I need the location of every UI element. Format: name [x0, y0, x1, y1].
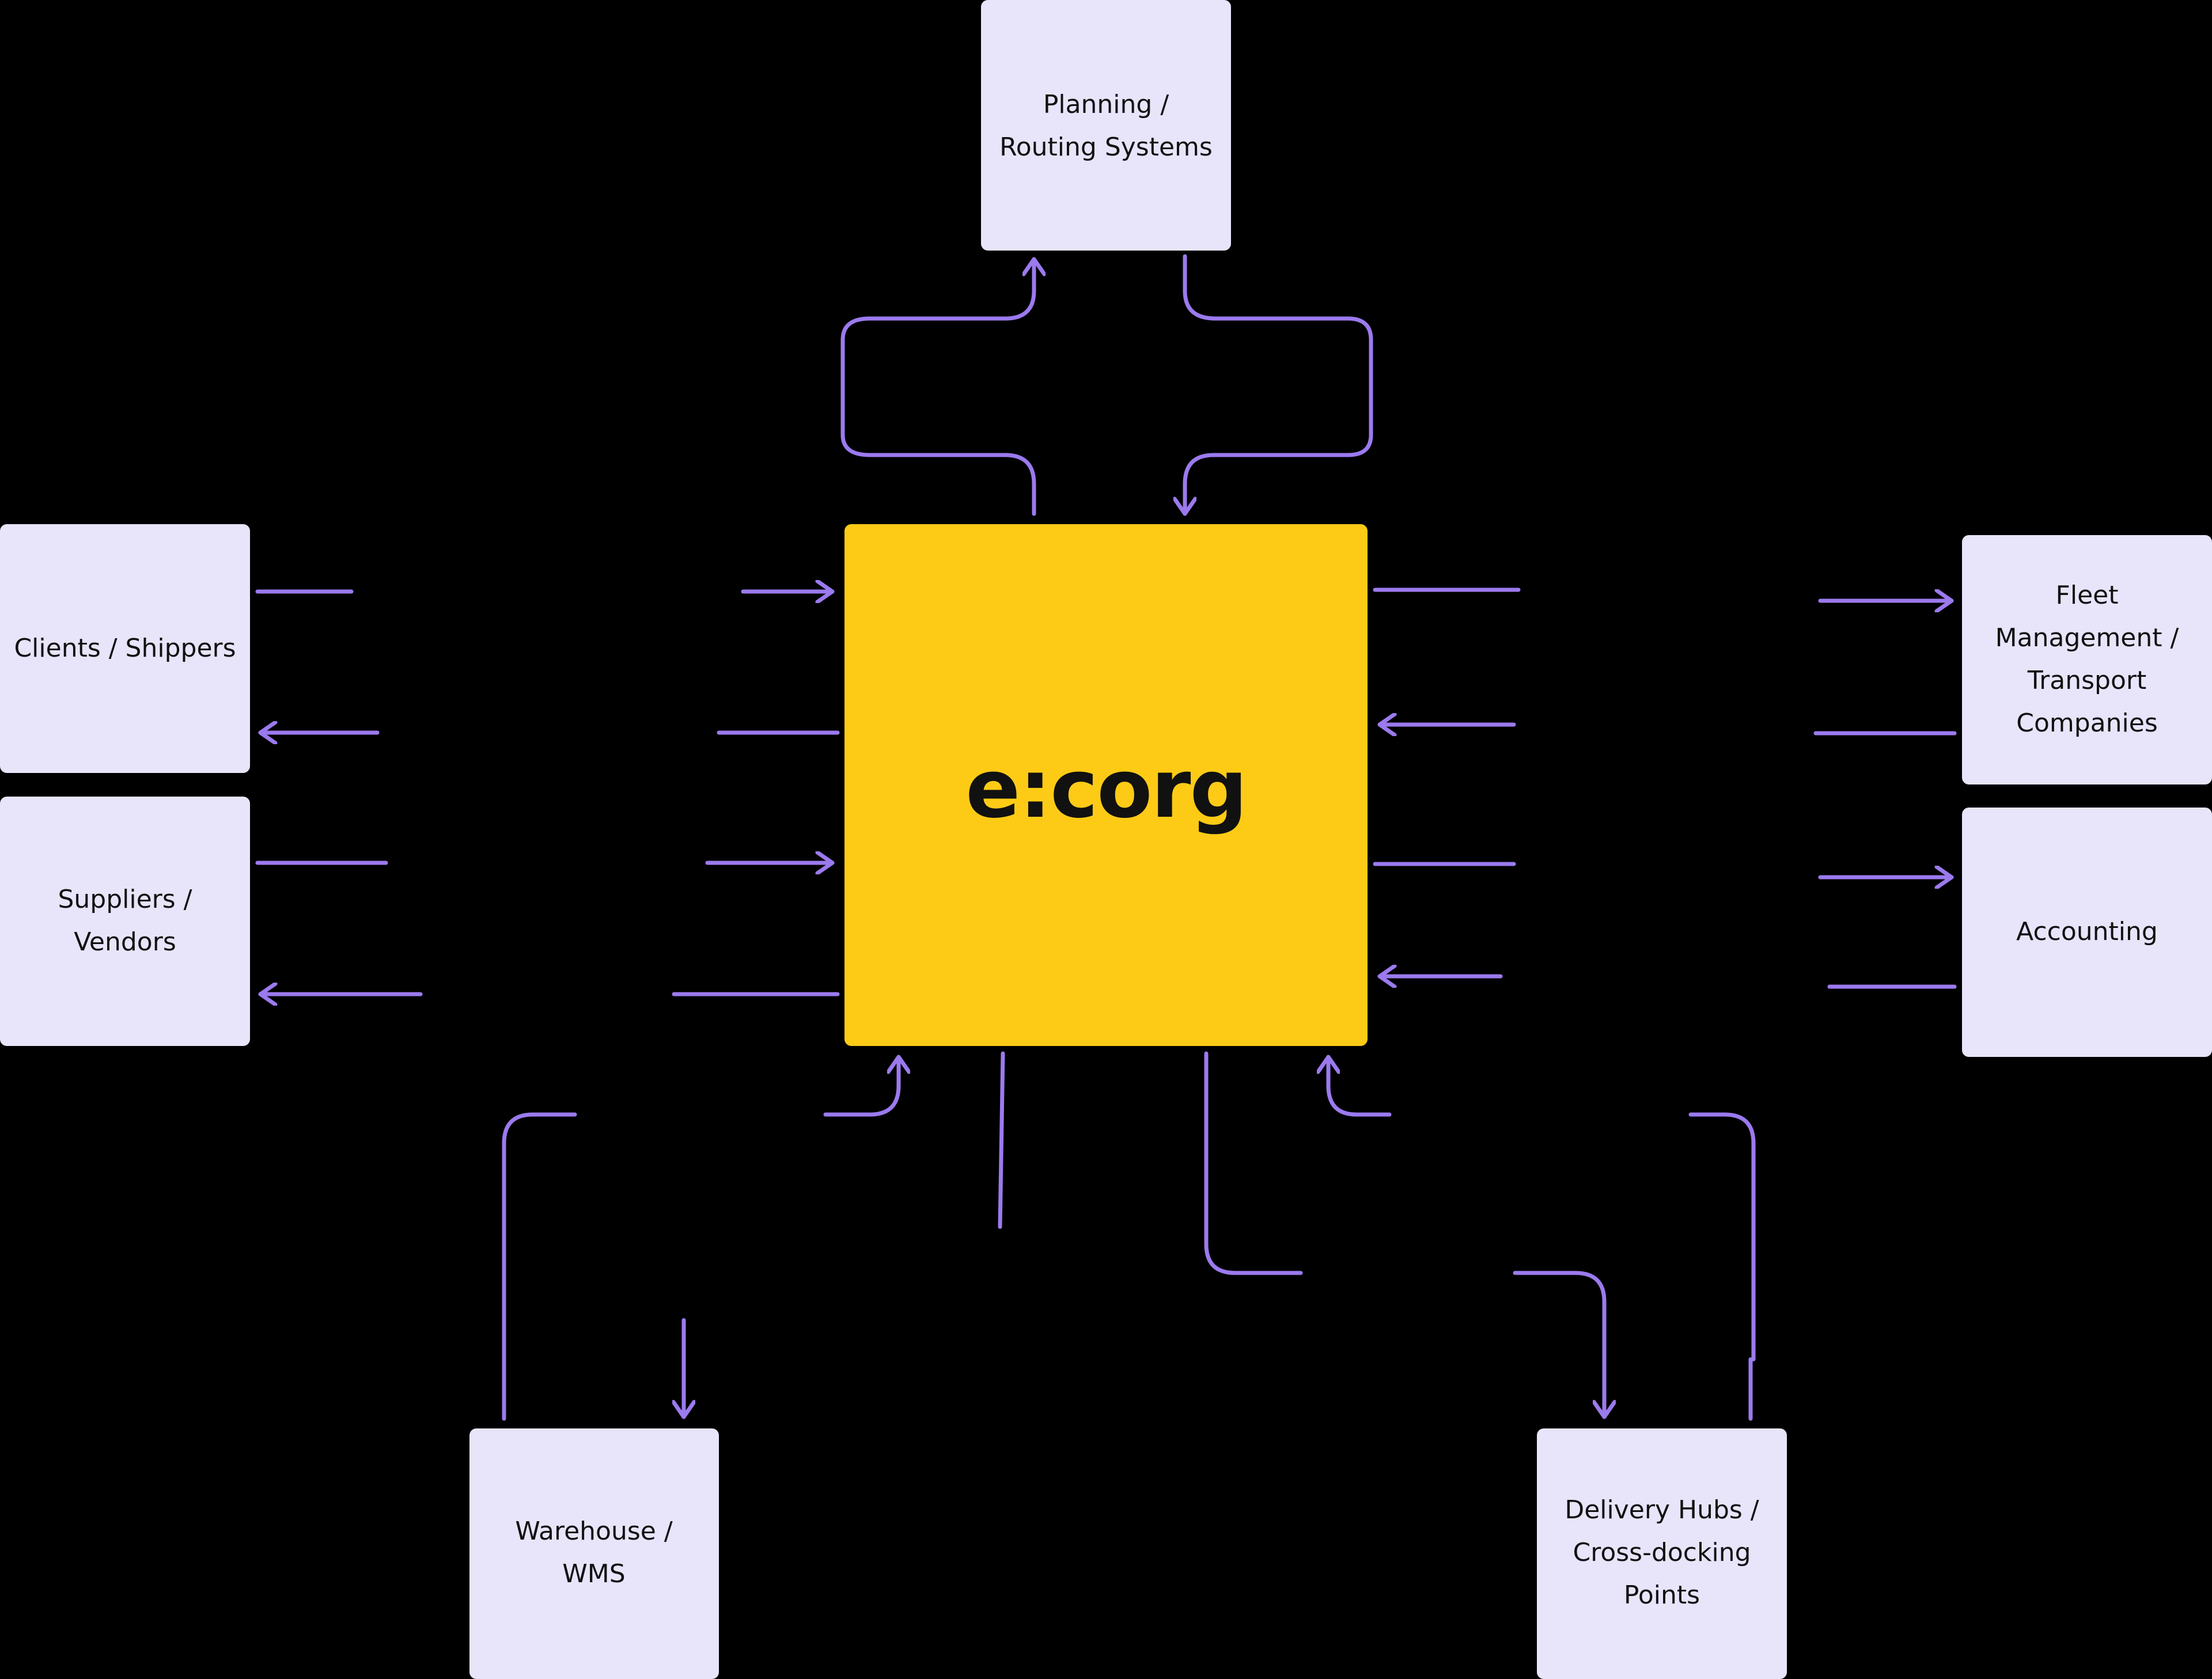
node-accounting: Accounting [1962, 808, 2212, 1057]
svg-text:Accounting: Accounting [2016, 917, 2158, 946]
right-connectors [1373, 588, 1957, 989]
delivery-label-line-2: Cross-docking [1573, 1538, 1751, 1567]
planning-label-line-2: Routing Systems [999, 132, 1213, 162]
arrow-delivery-to-hub-c [1328, 1055, 1392, 1117]
planning-connectors [840, 254, 1373, 516]
left-connectors [255, 592, 840, 994]
node-warehouse: Warehouse / WMS [469, 1428, 719, 1679]
svg-text:Planning /Routing Systems: Planning / Routing Systems [999, 90, 1213, 162]
suppliers-label-line-1: Suppliers / [58, 885, 192, 914]
arrow-warehouse-to-hub-b [823, 1055, 899, 1117]
arrow-hub-to-warehouse-a [998, 1051, 1005, 1229]
fleet-label-line-1: Fleet [2056, 581, 2119, 610]
fleet-label-line-4: Companies [2016, 708, 2158, 738]
delivery-label-line-1: Delivery Hubs / [1565, 1495, 1759, 1525]
ecorg-hub: e:corg [844, 524, 1368, 1046]
hub-label: e:corg [965, 742, 1246, 836]
clients-label-line-1: Clients / Shippers [14, 634, 236, 663]
svg-text:Clients / Shippers: Clients / Shippers [14, 634, 236, 663]
arrow-hub-to-delivery-a [1204, 1051, 1303, 1275]
svg-text:Warehouse /WMS: Warehouse / WMS [515, 1517, 673, 1589]
arrow-planning-to-hub [1185, 254, 1373, 516]
delivery-label-line-3: Points [1624, 1581, 1700, 1610]
suppliers-label-line-2: Vendors [74, 927, 176, 957]
node-clients: Clients / Shippers [0, 524, 250, 773]
fleet-label-line-2: Management / [1995, 623, 2179, 653]
arrow-delivery-to-hub-b [1688, 1112, 1756, 1362]
svg-text:Suppliers /Vendors: Suppliers / Vendors [58, 885, 192, 957]
accounting-label-line-1: Accounting [2016, 917, 2158, 946]
arrow-warehouse-to-hub-a [502, 1112, 577, 1421]
planning-label-line-1: Planning / [1043, 90, 1169, 119]
node-planning: Planning / Routing Systems [981, 0, 1231, 251]
arrow-hub-to-delivery-b [1513, 1271, 1604, 1419]
warehouse-label-line-2: WMS [562, 1559, 625, 1589]
warehouse-label-line-1: Warehouse / [515, 1517, 673, 1546]
bottom-connectors [502, 1051, 1756, 1421]
node-suppliers: Suppliers / Vendors [0, 797, 250, 1046]
arrow-hub-to-planning [840, 257, 1034, 516]
fleet-label-line-3: Transport [2027, 666, 2146, 695]
